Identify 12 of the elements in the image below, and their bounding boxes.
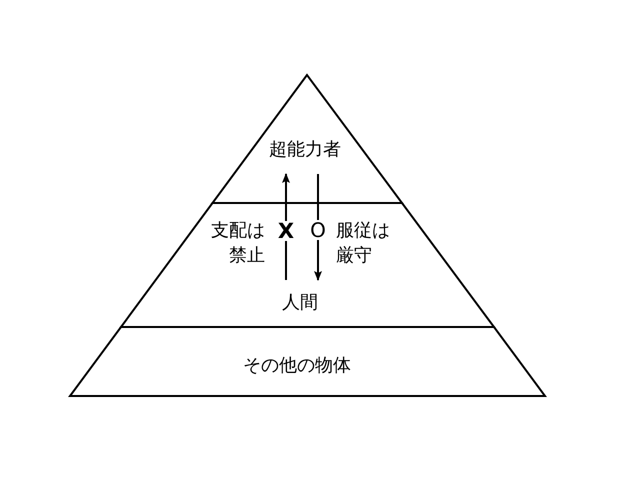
tier-label: その他の物体	[243, 354, 351, 378]
tier-label: 超能力者	[269, 138, 341, 162]
edge-label: X	[276, 221, 296, 241]
tier-label: 人間	[282, 291, 318, 315]
pyramid-base-tier	[70, 327, 545, 396]
arrow	[282, 173, 290, 280]
pyramid-middle-tier	[121, 203, 494, 327]
annotation-text: 支配は禁止	[210, 219, 265, 268]
pyramid-top-tier	[212, 75, 402, 203]
edge-label: O	[309, 220, 327, 240]
arrow	[314, 174, 322, 281]
annotation-text: 服従は厳守	[336, 219, 391, 268]
